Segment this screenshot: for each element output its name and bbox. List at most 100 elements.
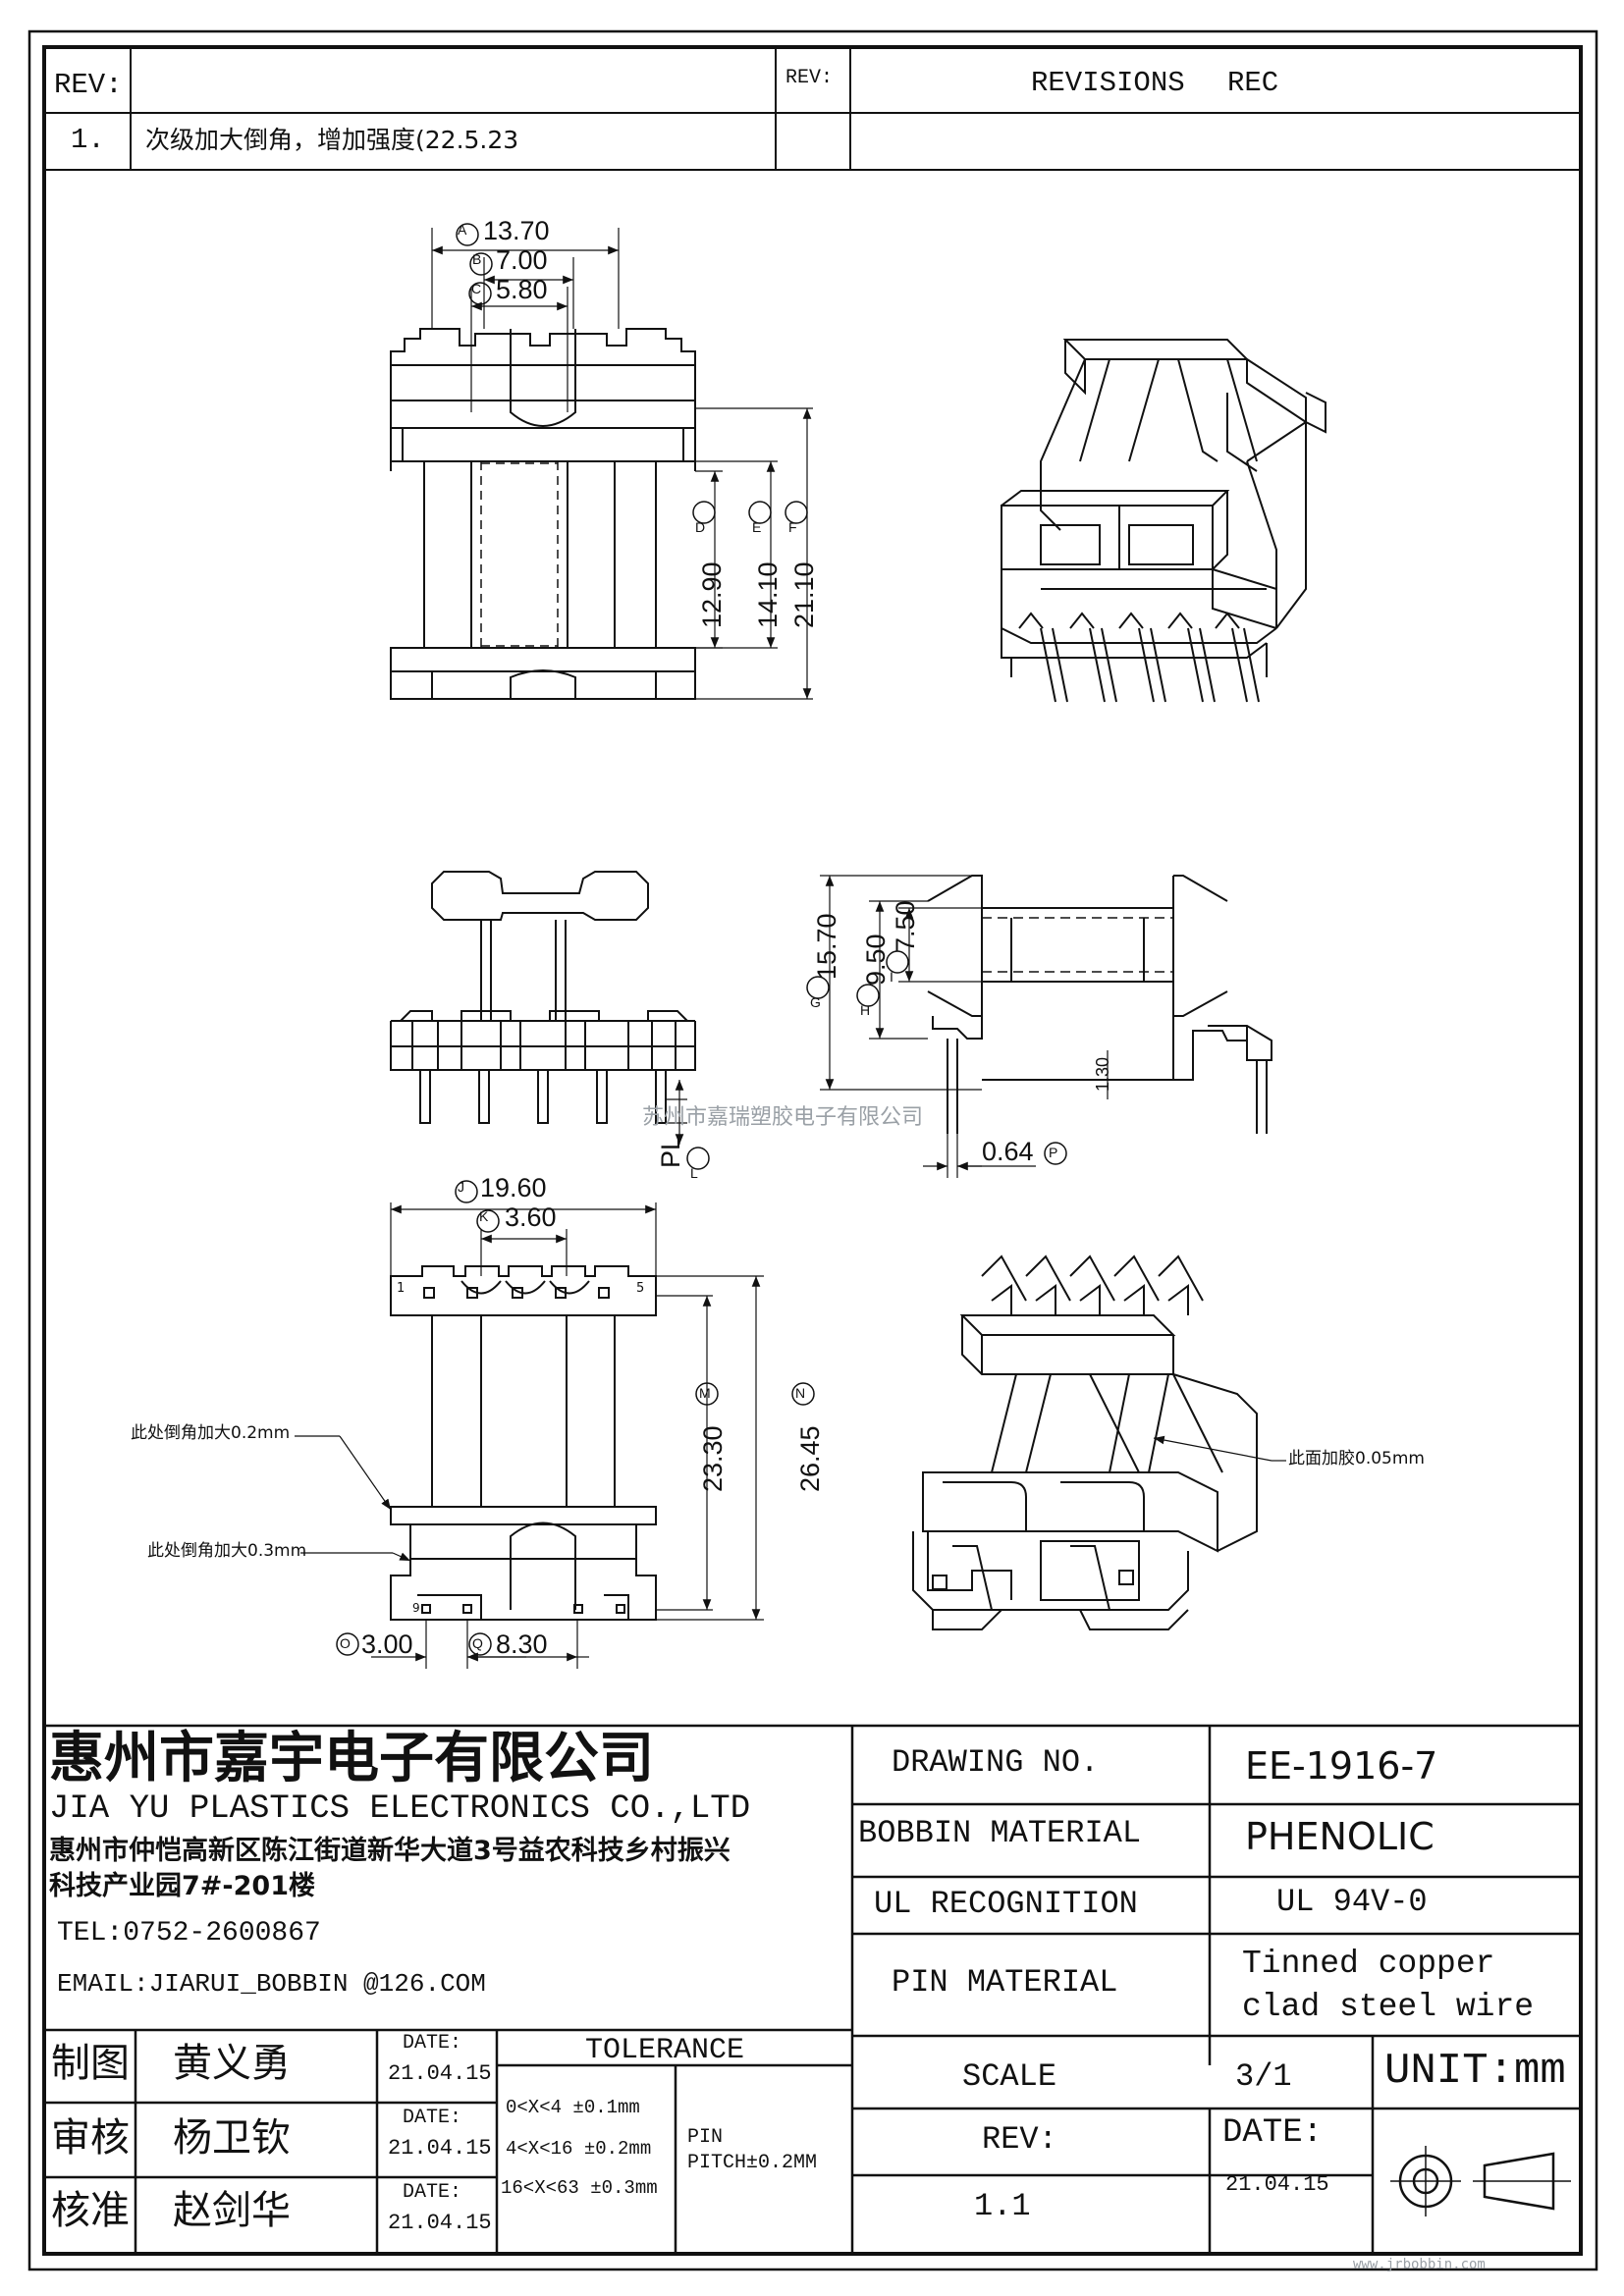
signature-role-draw: 制图 (51, 2041, 130, 2086)
dim-j-value: 1.30 (1093, 1056, 1112, 1092)
dim-q-value: 8.30 (496, 1629, 548, 1659)
pin-material-label: PIN MATERIAL (892, 1964, 1118, 2001)
dim-n-value: 26.45 (795, 1425, 825, 1492)
rev-label: REV: (982, 2121, 1057, 2158)
rev-value: 1.1 (974, 2188, 1031, 2224)
tolerance-row-3: 16<X<63 ±0.3mm (501, 2177, 658, 2199)
signature-date-label-check: DATE: (403, 2107, 462, 2129)
pin-pitch-line1: PIN (687, 2126, 724, 2149)
signature-date-label-approve: DATE: (403, 2181, 462, 2204)
dim-o-value: 3.00 (361, 1629, 413, 1659)
circle-letter-l: L (690, 1165, 698, 1181)
circle-letter-h: H (860, 1002, 871, 1018)
watermark-url: www.jrbobbin.com (1353, 2257, 1486, 2272)
dimension-circles (336, 223, 1067, 1656)
pin-label-first: 1 (397, 1281, 406, 1296)
watermark-company: 苏州市嘉瑞塑胶电子有限公司 (642, 1105, 924, 1130)
outer-frame (27, 29, 1598, 2271)
dim-i-value: 7.50 (891, 900, 920, 952)
ul-recognition-label: UL RECOGNITION (874, 1886, 1138, 1922)
signature-role-approve: 核准 (51, 2188, 130, 2233)
date-label: DATE: (1222, 2114, 1324, 2152)
signature-role-check: 审核 (51, 2115, 130, 2161)
iso-view-top (1001, 339, 1326, 703)
revisions-header: REVISIONS (1031, 67, 1185, 99)
company-address-line2: 科技产业园7#-201楼 (49, 1871, 315, 1901)
iso-view-bottom (912, 1255, 1286, 1630)
rec-header: REC (1227, 67, 1279, 99)
dim-b-value: 7.00 (496, 245, 548, 275)
circle-letter-m: M (699, 1385, 711, 1401)
circle-letter-g: G (810, 994, 821, 1010)
dim-m-value: 23.30 (698, 1425, 728, 1492)
pin-label-bottom: 9 (412, 1601, 420, 1615)
rev-header-right: REV: (785, 67, 834, 89)
tolerance-row-1: 0<X<4 ±0.1mm (506, 2097, 640, 2118)
circle-letter-k: K (479, 1208, 489, 1224)
circle-letter-p: P (1049, 1145, 1058, 1160)
pin-material-line2: clad steel wire (1242, 1989, 1535, 2025)
dim-d-value: 12.90 (697, 561, 727, 628)
circle-letter-a: A (458, 222, 467, 238)
pin-pitch-line2: PITCH±0.2MM (687, 2152, 818, 2174)
note-chamfer-0-2mm: 此处倒角加大0.2mm (131, 1423, 291, 1443)
circle-letter-j: J (458, 1179, 464, 1195)
company-tel: TEL:0752-2600867 (57, 1918, 321, 1949)
dim-f-value: 21.10 (789, 561, 819, 628)
company-name-en: JIA YU PLASTICS ELECTRONICS CO.,LTD (49, 1790, 751, 1828)
circle-letter-b: B (472, 251, 482, 267)
dim-k-value: 3.60 (505, 1202, 557, 1232)
tolerance-row-2: 4<X<16 ±0.2mm (506, 2138, 652, 2160)
revision-table-lines (44, 47, 1581, 171)
dim-g-value: 15.70 (812, 913, 841, 980)
dim-e-value: 14.10 (753, 561, 783, 628)
signature-date-approve: 21.04.15 (388, 2211, 492, 2235)
note-chamfer-0-3mm: 此处倒角加大0.3mm (147, 1541, 307, 1561)
signature-date-check: 21.04.15 (388, 2136, 492, 2161)
company-address-line1: 惠州市仲恺高新区陈江街道新华大道3号益农科技乡村振兴 (49, 1836, 731, 1866)
scale-value: 3/1 (1235, 2058, 1292, 2095)
circle-letter-i: I (890, 969, 893, 985)
signature-name-check: 杨卫钦 (173, 2115, 291, 2161)
dim-a-value: 13.70 (483, 216, 550, 245)
signature-date-draw: 21.04.15 (388, 2061, 492, 2086)
ul-recognition-value: UL 94V-0 (1276, 1884, 1428, 1920)
pin-label-last: 5 (636, 1281, 645, 1296)
top-view-drawing (390, 228, 813, 700)
bottom-view-drawing (295, 1202, 764, 1669)
signature-date-label-draw: DATE: (403, 2032, 462, 2055)
dim-c-value: 5.80 (496, 275, 548, 304)
front-view-drawing (390, 871, 696, 1145)
dim-p-value: 0.64 (982, 1137, 1034, 1166)
pin-material-line1: Tinned copper (1242, 1946, 1495, 1982)
dim-bottom-j-value: 19.60 (480, 1173, 547, 1202)
rev-row-description: 次级加大倒角，增加强度(22.5.23 (145, 126, 519, 154)
title-block-lines (44, 1724, 1581, 2254)
circle-letter-q: Q (472, 1635, 483, 1651)
bobbin-material-value: PHENOLIC (1245, 1815, 1435, 1858)
company-name-cn: 惠州市嘉宇电子有限公司 (49, 1727, 654, 1790)
unit-label: UNIT:mm (1384, 2047, 1566, 2096)
circle-letter-n: N (795, 1385, 806, 1401)
drawing-no-label: DRAWING NO. (892, 1744, 1100, 1781)
inner-frame (42, 45, 1583, 2256)
circle-letter-c: C (471, 281, 482, 296)
scale-label: SCALE (962, 2058, 1057, 2095)
company-email: EMAIL:JIARUI_BOBBIN @126.COM (57, 1969, 486, 1999)
circle-letter-e: E (752, 519, 762, 535)
circle-letter-f: F (788, 519, 797, 535)
circle-letter-d: D (695, 519, 706, 535)
signature-name-approve: 赵剑华 (173, 2188, 291, 2233)
rev-header: REV: (54, 69, 123, 101)
dim-l-value: PL (656, 1135, 685, 1168)
dim-h-value: 9.50 (861, 934, 891, 986)
circle-letter-o: O (340, 1635, 351, 1651)
signature-name-draw: 黄义勇 (173, 2041, 291, 2086)
date-value: 21.04.15 (1225, 2172, 1329, 2197)
rev-row-number: 1. (71, 124, 105, 156)
projection-symbol-icon (1390, 2146, 1571, 2216)
tolerance-label: TOLERANCE (585, 2034, 745, 2067)
side-view-drawing (820, 875, 1272, 1178)
